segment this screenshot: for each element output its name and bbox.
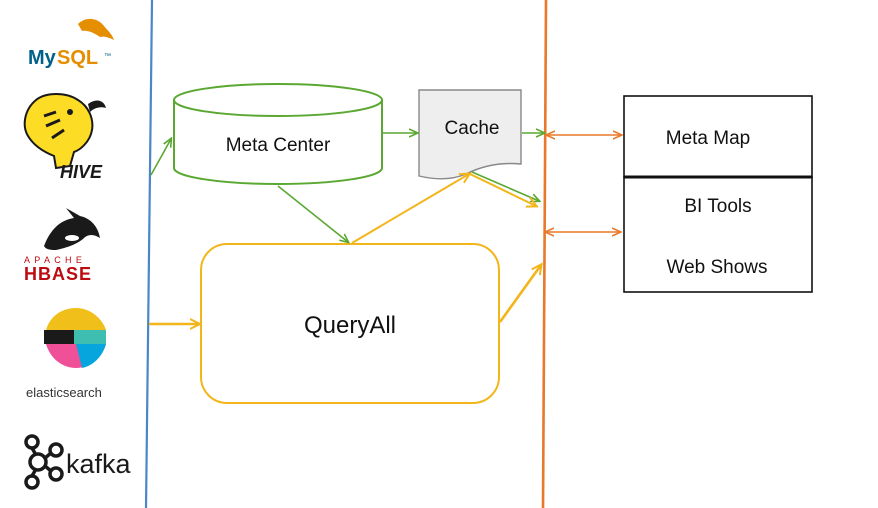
kafka-icon (24, 434, 64, 490)
bi-web-box: BI Tools Web Shows (623, 175, 813, 293)
queryall-node: QueryAll (200, 243, 500, 404)
mysql-logo: My SQL ™ (28, 18, 114, 69)
elasticsearch-icon (44, 308, 106, 368)
kafka-logo: kafka (24, 434, 132, 490)
meta-map-label: Meta Map (666, 128, 750, 149)
orca-icon (44, 208, 100, 250)
meta-center-node: Meta Center (173, 83, 383, 185)
arrow-queryall-via-cache-to-output (469, 173, 536, 206)
mysql-dolphin-icon (78, 18, 114, 40)
kafka-text: kafka (66, 449, 132, 479)
arrow-queryall-to-cache (351, 174, 469, 244)
elasticsearch-text: elasticsearch (26, 385, 102, 400)
hive-logo: HIVE (23, 93, 106, 182)
mysql-sql-text: SQL (57, 47, 98, 69)
blue-divider-line (144, 0, 154, 508)
elasticsearch-logo: elasticsearch (26, 308, 106, 400)
hive-elephant-bee-icon (23, 93, 94, 170)
arrow-cache-to-output-lower (471, 171, 539, 201)
web-shows-label: Web Shows (666, 257, 767, 278)
hbase-text: HBASE (24, 264, 92, 284)
cache-label: Cache (445, 118, 500, 139)
hbase-apache-text: APACHE (24, 255, 86, 265)
arrow-sources-to-meta-center (150, 139, 171, 176)
queryall-label: QueryAll (304, 312, 396, 339)
bi-tools-label: BI Tools (684, 196, 751, 217)
mysql-tm-mark: ™ (104, 53, 111, 60)
arrow-meta-center-to-queryall (277, 185, 348, 242)
meta-center-label: Meta Center (226, 135, 331, 156)
arrow-queryall-to-output (498, 265, 541, 323)
mysql-my-text: My (28, 47, 57, 69)
cache-node: Cache (418, 89, 522, 180)
hive-text: HIVE (60, 162, 103, 182)
hbase-logo: APACHE HBASE (24, 208, 100, 284)
meta-map-box: Meta Map (623, 95, 813, 178)
orange-divider-line (541, 0, 548, 508)
